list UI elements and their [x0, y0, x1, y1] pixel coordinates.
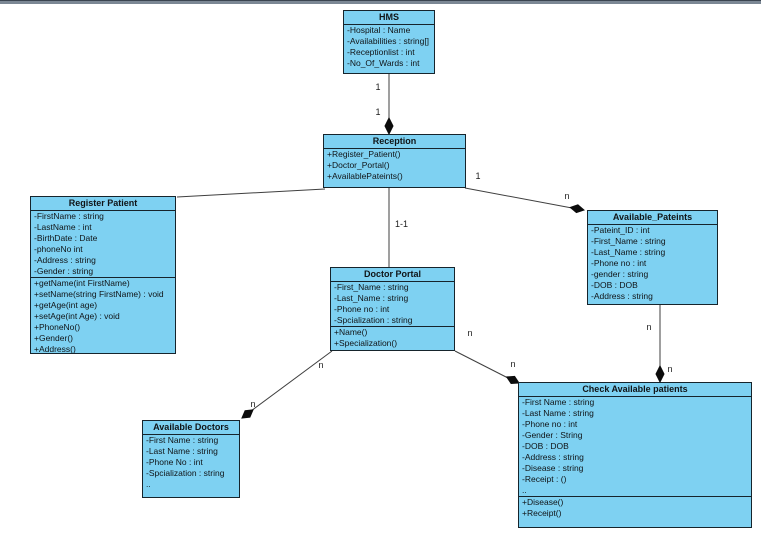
uml-attribute: -gender : string — [591, 269, 649, 279]
uml-method: +Name() — [334, 327, 368, 337]
uml-method: +setAge(int Age) : void — [34, 311, 120, 321]
uml-attribute: -Receipt : () — [522, 474, 567, 484]
uml-attribute: -Address : string — [34, 255, 96, 265]
composition-diamond-check-available-left — [505, 375, 520, 385]
uml-attribute: .. — [522, 485, 527, 495]
multiplicity-available-check-from: n — [646, 322, 651, 332]
attributes-compartment: -Pateint_ID : int -First_Name : string -… — [588, 225, 717, 302]
composition-diamond-reception — [384, 116, 394, 136]
uml-method: +Disease() — [522, 497, 564, 507]
uml-attribute: -Gender : string — [34, 266, 94, 276]
composition-diamond-check-available-top — [655, 364, 665, 384]
class-title-doctor-portal: Doctor Portal — [331, 268, 454, 282]
composition-diamond-available-doctors — [241, 409, 254, 419]
uml-attribute: -Spcialization : string — [334, 315, 413, 325]
class-box-available-pateints[interactable]: Available_Pateints -Pateint_ID : int -Fi… — [587, 210, 718, 305]
class-title-available-pateints: Available_Pateints — [588, 211, 717, 225]
multiplicity-doctor-check-to: n — [510, 359, 515, 369]
multiplicity-reception-available-from: 1 — [475, 171, 480, 181]
uml-attribute: -Pateint_ID : int — [591, 225, 650, 235]
connector-doctor-check-available — [454, 350, 509, 379]
uml-method: +Gender() — [34, 333, 73, 343]
uml-attribute: -First_Name : string — [591, 236, 666, 246]
attributes-compartment: -Hospital : Name -Availabilities : strin… — [344, 25, 434, 69]
uml-attribute: -BirthDate : Date — [34, 233, 98, 243]
uml-attribute: -Availabilities : string[] — [347, 36, 430, 46]
uml-method: +Doctor_Portal() — [327, 160, 390, 170]
uml-method: +Receipt() — [522, 508, 562, 518]
class-title-available-doctors: Available Doctors — [143, 421, 239, 435]
multiplicity-hms-reception-bottom: 1 — [375, 107, 380, 117]
class-box-available-doctors[interactable]: Available Doctors -First Name : string -… — [142, 420, 240, 498]
attributes-compartment: -FirstName : string -LastName : int -Bir… — [31, 211, 175, 277]
methods-compartment: +Disease() +Receipt() — [519, 496, 751, 519]
uml-attribute: -Last Name : string — [146, 446, 218, 456]
class-box-hms[interactable]: HMS -Hospital : Name -Availabilities : s… — [343, 10, 435, 74]
composition-diamond-available-pateints — [569, 204, 585, 214]
uml-attribute: -Last_Name : string — [591, 247, 666, 257]
uml-attribute: -Hospital : Name — [347, 25, 411, 35]
uml-attribute: -Phone no : int — [522, 419, 578, 429]
uml-attribute: -Address : string — [522, 452, 584, 462]
class-title-hms: HMS — [344, 11, 434, 25]
uml-attribute: -Phone no : int — [591, 258, 647, 268]
uml-attribute: -LastName : int — [34, 222, 92, 232]
methods-compartment: +Register_Patient() +Doctor_Portal() +Av… — [324, 149, 465, 182]
class-box-doctor-portal[interactable]: Doctor Portal -First_Name : string -Last… — [330, 267, 455, 351]
uml-attribute: .. — [146, 479, 151, 489]
uml-attribute: -No_Of_Wards : int — [347, 58, 420, 68]
methods-compartment: +Name() +Specialization() — [331, 326, 454, 349]
class-box-check-available-patients[interactable]: Check Available patients -First Name : s… — [518, 382, 752, 528]
uml-attribute: -Last Name : string — [522, 408, 594, 418]
multiplicity-reception-available-to: n — [564, 191, 569, 201]
uml-attribute: -Phone No : int — [146, 457, 203, 467]
uml-attribute: -phoneNo int — [34, 244, 83, 254]
class-box-reception[interactable]: Reception +Register_Patient() +Doctor_Po… — [323, 134, 466, 188]
uml-attribute: -Phone no : int — [334, 304, 390, 314]
uml-method: +getName(int FirstName) — [34, 278, 130, 288]
uml-attribute: -Disease : string — [522, 463, 584, 473]
uml-method: +getAge(int age) — [34, 300, 98, 310]
methods-compartment: +getName(int FirstName) +setName(string … — [31, 277, 175, 354]
uml-attribute: -First_Name : string — [334, 282, 409, 292]
uml-method: +PhoneNo() — [34, 322, 81, 332]
connector-reception-register-patient — [176, 188, 326, 198]
window-top-bar — [0, 0, 761, 4]
uml-attribute: -Address : string — [591, 291, 653, 301]
uml-attribute: -FirstName : string — [34, 211, 104, 221]
uml-method: +Register_Patient() — [327, 149, 401, 159]
uml-attribute: -Spcialization : string — [146, 468, 225, 478]
uml-method: +setName(string FirstName) : void — [34, 289, 164, 299]
attributes-compartment: -First_Name : string -Last_Name : string… — [331, 282, 454, 326]
uml-attribute: -DOB : DOB — [591, 280, 638, 290]
connector-reception-available-pateints — [464, 187, 573, 209]
uml-attribute: -First Name : string — [522, 397, 595, 407]
multiplicity-doctor-check-from: n — [467, 328, 472, 338]
uml-attribute: -Receptionlist : int — [347, 47, 415, 57]
uml-attribute: -Gender : String — [522, 430, 583, 440]
connector-doctor-available-doctors — [250, 350, 333, 412]
uml-method: +Specialization() — [334, 338, 398, 348]
uml-attribute: -Last_Name : string — [334, 293, 409, 303]
uml-method: +AvailablePateints() — [327, 171, 403, 181]
class-title-reception: Reception — [324, 135, 465, 149]
class-title-check-available-patients: Check Available patients — [519, 383, 751, 397]
multiplicity-hms-reception-top: 1 — [375, 82, 380, 92]
multiplicity-reception-doctor: 1-1 — [395, 219, 408, 229]
class-title-register-patient: Register Patient — [31, 197, 175, 211]
class-box-register-patient[interactable]: Register Patient -FirstName : string -La… — [30, 196, 176, 354]
multiplicity-available-check-to: n — [667, 364, 672, 374]
attributes-compartment: -First Name : string -Last Name : string… — [519, 397, 751, 496]
uml-attribute: -DOB : DOB — [522, 441, 569, 451]
multiplicity-doctor-availdoctors-from: n — [318, 360, 323, 370]
uml-method: +Address() — [34, 344, 76, 354]
uml-attribute: -First Name : string — [146, 435, 219, 445]
attributes-compartment: -First Name : string -Last Name : string… — [143, 435, 239, 490]
multiplicity-doctor-availdoctors-to: n — [250, 399, 255, 409]
